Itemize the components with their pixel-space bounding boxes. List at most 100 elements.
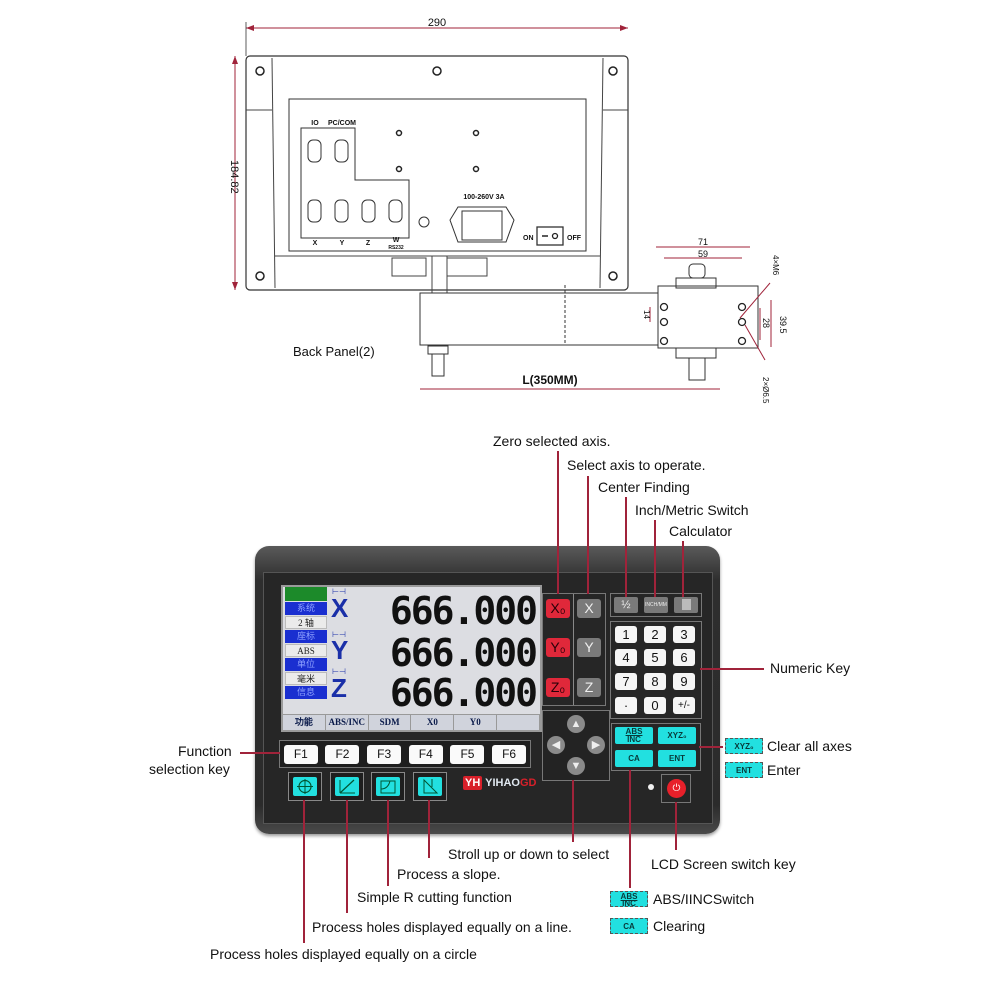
lcd-screen: 系统 2 轴 座标 ABS 单位 毫米 信息 ⊢⊣ X 666.000 ⊢⊣ Y… xyxy=(281,585,542,732)
f1-key[interactable]: F1 xyxy=(283,744,318,764)
brand-suffix: GD xyxy=(519,777,537,789)
callout-calculator: Calculator xyxy=(669,523,733,539)
callout-function-selection-2: selection key xyxy=(149,761,230,777)
callout-abs-inc-switch: ABS/IINCSwitch xyxy=(653,891,755,907)
key-0[interactable]: 0 xyxy=(644,697,666,714)
leader-line xyxy=(346,800,348,913)
leader-line xyxy=(557,451,559,594)
slope-button[interactable] xyxy=(413,772,447,801)
callout-inch-metric: Inch/Metric Switch xyxy=(635,502,749,518)
zero-x-button[interactable]: X₀ xyxy=(546,599,570,618)
arrow-left-icon[interactable]: ◀ xyxy=(547,736,565,754)
f5-key[interactable]: F5 xyxy=(450,744,485,764)
key-8[interactable]: 8 xyxy=(644,673,666,690)
softkey-label: ABS/INC xyxy=(326,715,369,730)
arrow-down-icon[interactable]: ▼ xyxy=(567,757,585,775)
zero-y-button[interactable]: Y₀ xyxy=(546,638,570,657)
callout-center-finding: Center Finding xyxy=(598,479,690,495)
leader-line xyxy=(654,520,656,597)
brand-mark: YH xyxy=(463,776,483,790)
arrow-up-icon[interactable]: ▲ xyxy=(567,715,585,733)
numeric-keypad: 1 2 3 4 5 6 7 8 9 · 0 +/- xyxy=(610,621,702,719)
abs-label: ABS xyxy=(620,892,638,901)
f4-key[interactable]: F4 xyxy=(408,744,443,764)
leader-line xyxy=(699,746,723,748)
leader-line xyxy=(587,476,589,594)
callout-holes-circle: Process holes displayed equally on a cir… xyxy=(210,946,477,962)
lcd-menu-item: ABS xyxy=(285,644,327,657)
leader-line xyxy=(700,668,764,670)
arrow-right-icon[interactable]: ▶ xyxy=(587,736,605,754)
axis-z-indicator-icon: ⊢⊣ xyxy=(332,667,346,676)
back-panel-caption: Back Panel(2) xyxy=(293,344,375,359)
axis-x-indicator-icon: ⊢⊣ xyxy=(332,587,346,596)
leader-line xyxy=(240,752,280,754)
switch-off-label: OFF xyxy=(567,235,582,242)
key-2[interactable]: 2 xyxy=(644,626,666,643)
select-x-button[interactable]: X xyxy=(577,599,601,618)
key-6[interactable]: 6 xyxy=(673,649,695,666)
brand-name: YIHAO xyxy=(485,777,520,789)
leader-line xyxy=(387,800,389,886)
lcd-menu-item: 信息 xyxy=(285,686,327,699)
ground-icon xyxy=(418,216,430,228)
hole-spec-label: 2×Ø6.5 xyxy=(761,377,770,404)
lcd-menu-item: 座标 xyxy=(285,630,327,643)
calculator-button[interactable] xyxy=(674,597,698,613)
axis-z-label: Z xyxy=(331,673,347,703)
angled-line-icon xyxy=(339,779,355,794)
port-io-label: IO xyxy=(311,120,319,127)
leader-line xyxy=(303,800,305,943)
port-y-label: Y xyxy=(340,240,345,247)
bracket-outer-dim: 71 xyxy=(698,237,708,247)
key-5[interactable]: 5 xyxy=(644,649,666,666)
axis-y-label: Y xyxy=(331,635,349,665)
key-9[interactable]: 9 xyxy=(673,673,695,690)
port-x-label: X xyxy=(313,240,318,247)
leader-line xyxy=(675,802,677,850)
power-icon[interactable]: ⏻ xyxy=(667,779,686,798)
back-panel-drawing: 290 184.82 IO PC/COM X Y Z W RS232 100-2… xyxy=(228,17,788,404)
r-cut-icon xyxy=(380,780,396,794)
key-1[interactable]: 1 xyxy=(615,626,637,643)
select-y-button[interactable]: Y xyxy=(577,638,601,657)
key-sign[interactable]: +/- xyxy=(673,697,695,714)
r-cut-button[interactable] xyxy=(371,772,405,801)
lcd-softkey-bar: 功能 ABS/INC SDM X0 Y0 xyxy=(283,714,540,730)
enter-button[interactable]: ENT xyxy=(658,750,696,767)
key-7[interactable]: 7 xyxy=(615,673,637,690)
f3-key[interactable]: F3 xyxy=(367,744,402,764)
leader-line xyxy=(428,800,430,858)
callout-stroll: Stroll up or down to select xyxy=(448,846,610,862)
key-3[interactable]: 3 xyxy=(673,626,695,643)
inch-metric-button[interactable]: INCH/MM xyxy=(644,597,668,613)
zero-z-button[interactable]: Z₀ xyxy=(546,678,570,697)
power-rating-label: 100-260V 3A xyxy=(463,194,504,201)
legend-ent-key: ENT xyxy=(725,762,763,778)
key-decimal[interactable]: · xyxy=(615,697,637,714)
brand-logo: YH YIHAOGD xyxy=(463,776,537,790)
port-rs232-label: RS232 xyxy=(388,245,404,251)
center-finding-button[interactable]: ½ xyxy=(614,597,638,613)
callout-clear-all-axes: Clear all axes xyxy=(767,738,852,754)
f2-key[interactable]: F2 xyxy=(325,744,360,764)
pcd-line-button[interactable] xyxy=(330,772,364,801)
switch-on-label: ON xyxy=(523,235,534,242)
key-4[interactable]: 4 xyxy=(615,649,637,666)
inc-label: INC xyxy=(622,899,636,908)
power-socket-icon xyxy=(449,206,515,243)
port-z-label: Z xyxy=(366,240,371,247)
select-z-button[interactable]: Z xyxy=(577,678,601,697)
bracket-inner-dim: 59 xyxy=(698,249,708,259)
ca-button[interactable]: CA xyxy=(615,750,653,767)
f5-key[interactable]: F6 xyxy=(492,744,527,764)
callout-process-slope: Process a slope. xyxy=(397,866,501,882)
clear-all-axes-button[interactable]: XYZ₀ xyxy=(658,727,696,744)
callout-select-axis: Select axis to operate. xyxy=(567,457,706,473)
pcd-circle-button[interactable] xyxy=(288,772,322,801)
mounting-arm xyxy=(419,292,683,346)
lcd-menu-status xyxy=(285,587,327,601)
axis-y-indicator-icon: ⊢⊣ xyxy=(332,630,346,639)
